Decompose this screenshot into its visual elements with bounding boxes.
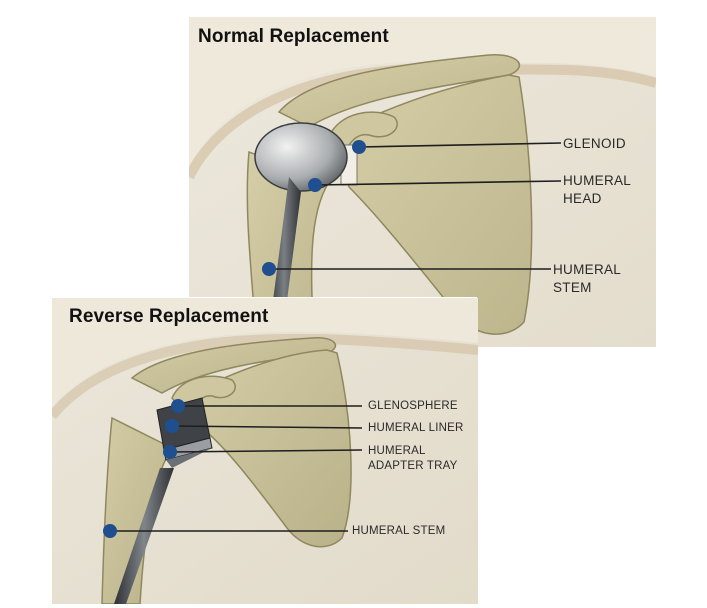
humeral-head-label-line2: HEAD bbox=[563, 191, 602, 206]
glenosphere-label-text: GLENOSPHERE bbox=[368, 400, 458, 412]
humeral-liner-marker bbox=[165, 419, 179, 433]
glenoid-label: GLENOID bbox=[563, 135, 626, 153]
humeral-liner-label-text: HUMERAL LINER bbox=[368, 422, 464, 434]
humeral-stem-label-line2: STEM bbox=[553, 280, 592, 295]
humeral-head-label-line1: HUMERAL bbox=[563, 173, 632, 188]
adapter-tray-label: HUMERAL ADAPTER TRAY bbox=[368, 444, 458, 474]
humeral-stem-marker-reverse bbox=[103, 524, 117, 538]
glenoid-leader-line bbox=[358, 142, 562, 148]
normal-replacement-illustration bbox=[189, 17, 656, 347]
humeral-head-marker bbox=[308, 178, 322, 192]
reverse-replacement-panel: Reverse Replacement GLENOSPHERE HUMERAL … bbox=[52, 298, 478, 604]
adapter-tray-label-line2: ADAPTER TRAY bbox=[368, 460, 458, 472]
adapter-tray-marker bbox=[163, 445, 177, 459]
humeral-head-leader-line bbox=[314, 180, 562, 186]
humeral-stem-marker bbox=[262, 262, 276, 276]
normal-replacement-title: Normal Replacement bbox=[198, 26, 389, 47]
humeral-liner-label: HUMERAL LINER bbox=[368, 421, 463, 436]
humeral-stem-label-reverse: HUMERAL STEM bbox=[352, 524, 445, 539]
humeral-head-label: HUMERAL HEAD bbox=[563, 172, 631, 208]
glenosphere-label: GLENOSPHERE bbox=[368, 399, 458, 414]
glenosphere-marker bbox=[171, 399, 185, 413]
reverse-replacement-illustration bbox=[52, 298, 478, 604]
reverse-replacement-title: Reverse Replacement bbox=[69, 306, 269, 327]
normal-replacement-panel: Normal Replacement GLENOID HUMERAL HEAD … bbox=[189, 17, 656, 347]
humeral-stem-label: HUMERAL STEM bbox=[553, 261, 621, 297]
adapter-tray-leader-line bbox=[169, 449, 363, 453]
glenoid-marker bbox=[352, 140, 366, 154]
glenoid-label-text: GLENOID bbox=[563, 136, 626, 151]
humeral-liner-leader-line bbox=[171, 425, 363, 429]
humeral-stem-label-reverse-text: HUMERAL STEM bbox=[352, 525, 446, 537]
humeral-stem-label-line1: HUMERAL bbox=[553, 262, 622, 277]
adapter-tray-label-line1: HUMERAL bbox=[368, 445, 426, 457]
